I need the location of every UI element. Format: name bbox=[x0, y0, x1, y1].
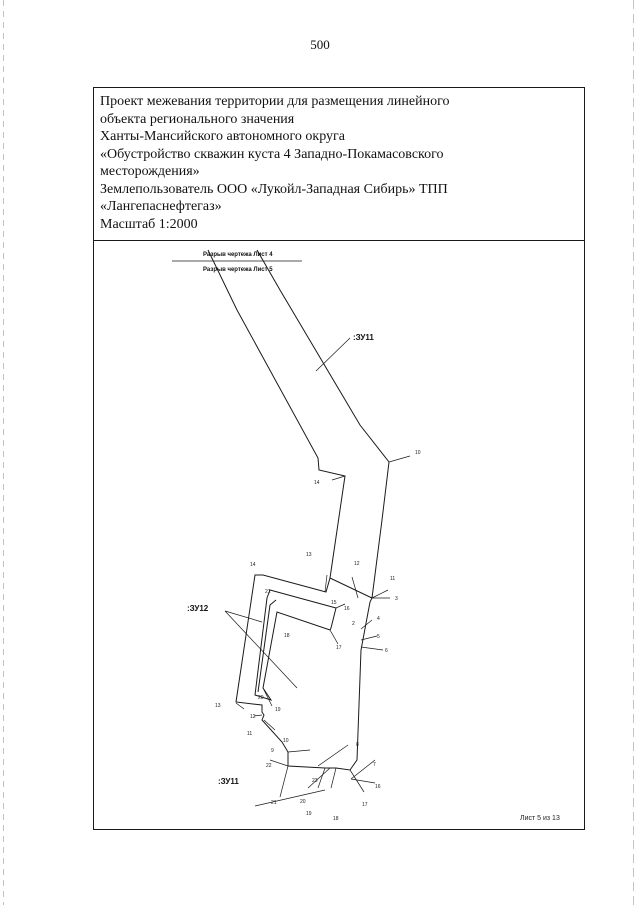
point-label: 18 bbox=[333, 816, 339, 822]
point-label: 14 bbox=[250, 562, 256, 568]
point-label: 20 bbox=[300, 799, 306, 805]
point-label: 4 bbox=[377, 616, 380, 622]
title-line: «Лангепаснефтегаз» bbox=[100, 199, 222, 214]
point-label: 16 bbox=[344, 606, 350, 612]
break-label-sheet5: Разрыв чертежа Лист 5 bbox=[203, 267, 273, 273]
scan-edge-right bbox=[633, 0, 634, 905]
title-line: Ханты-Мансийского автономного округа bbox=[100, 129, 346, 144]
point-label: 16 bbox=[375, 784, 381, 790]
point-label: 9 bbox=[271, 748, 274, 754]
point-label: 12 bbox=[354, 561, 360, 567]
point-label: 15 bbox=[331, 600, 337, 606]
point-label: 17 bbox=[336, 645, 342, 651]
zu11-corridor-outline bbox=[207, 249, 390, 599]
point-label: 10 bbox=[283, 738, 289, 744]
point-label: 2 bbox=[352, 621, 355, 627]
scan-edge-left bbox=[3, 0, 4, 905]
zone-label-zu11-bottom: :ЗУ11 bbox=[218, 777, 239, 786]
point-label: 7 bbox=[373, 762, 376, 768]
point-label: 20 bbox=[258, 695, 264, 701]
zone-label-zu12: :ЗУ12 bbox=[187, 604, 209, 613]
title-line: «Обустройство скважин куста 4 Западно-По… bbox=[100, 146, 444, 162]
zu12-inner-outline bbox=[257, 599, 277, 693]
point-label: 14 bbox=[314, 480, 320, 486]
page-number: 500 bbox=[310, 37, 330, 52]
break-label-sheet4: Разрыв чертежа Лист 4 bbox=[203, 252, 273, 258]
point-label: 3 bbox=[395, 596, 398, 602]
point-label: 22 bbox=[266, 763, 272, 769]
zu11-lower-outline bbox=[235, 574, 373, 771]
zu12-outline bbox=[254, 589, 337, 701]
point-label: 6 bbox=[385, 648, 388, 654]
scale-line: Масштаб 1:2000 bbox=[100, 216, 198, 232]
point-label: 11 bbox=[247, 731, 252, 737]
point-label: 23 bbox=[312, 778, 318, 784]
point-label: 18 bbox=[284, 633, 290, 639]
point-label: 8 bbox=[356, 742, 359, 748]
point-label: 19 bbox=[306, 811, 312, 817]
title-line: объекта регионального значения bbox=[100, 111, 295, 127]
drawing-frame bbox=[93, 87, 585, 830]
title-line: месторождения» bbox=[100, 164, 200, 179]
point-label: 12 bbox=[250, 714, 256, 720]
title-line: Землепользователь ООО «Лукойл-Западная С… bbox=[100, 181, 448, 197]
point-label: 5 bbox=[377, 634, 380, 640]
zone-label-zu11-top: :ЗУ11 bbox=[353, 333, 374, 342]
zone-leaders bbox=[224, 337, 351, 807]
point-label: 19 bbox=[275, 707, 281, 713]
point-label: 13 bbox=[215, 703, 221, 709]
point-label: 13 bbox=[306, 552, 312, 558]
title-separator bbox=[93, 240, 585, 241]
title-block: Проект межевания территории для размещен… bbox=[100, 93, 570, 233]
point-label: 11 bbox=[390, 576, 395, 582]
point-label: 21 bbox=[271, 800, 277, 806]
title-line: Проект межевания территории для размещен… bbox=[100, 94, 450, 109]
point-label: 21 bbox=[265, 589, 271, 595]
point-label: 17 bbox=[362, 802, 368, 808]
point-ticks bbox=[235, 455, 411, 798]
point-label: 10 bbox=[415, 450, 421, 456]
sheet-counter: Лист 5 из 13 bbox=[520, 815, 560, 822]
